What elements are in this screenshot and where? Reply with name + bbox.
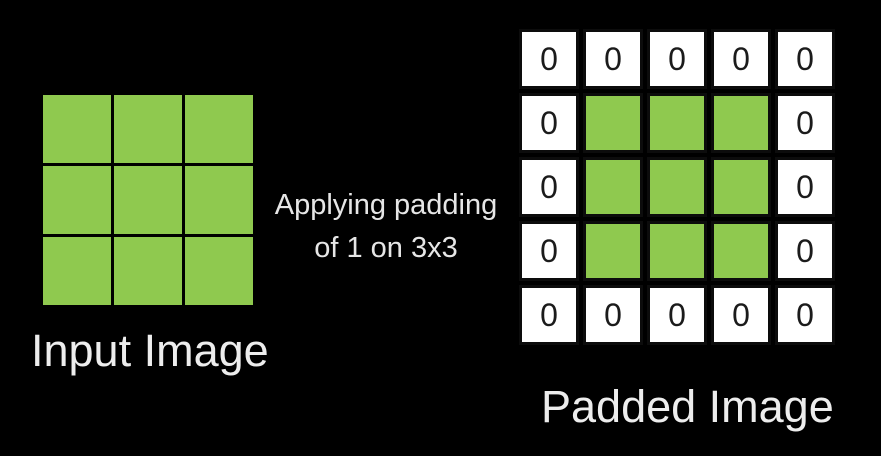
padded-cell-zero: 0 (775, 285, 835, 345)
padded-cell-zero: 0 (647, 29, 707, 89)
padded-cell-image (711, 157, 771, 217)
input-cell (185, 166, 253, 234)
padded-cell-image (583, 93, 643, 153)
padded-cell-zero: 0 (775, 29, 835, 89)
input-cell (185, 95, 253, 163)
padded-cell-image (711, 93, 771, 153)
padded-cell-zero: 0 (519, 93, 579, 153)
input-image-grid (43, 95, 253, 305)
input-cell (43, 166, 111, 234)
padded-cell-zero: 0 (583, 29, 643, 89)
padded-cell-zero: 0 (775, 221, 835, 281)
input-image-label: Input Image (31, 325, 269, 376)
padded-cell-zero: 0 (519, 285, 579, 345)
padded-cell-zero: 0 (519, 221, 579, 281)
input-cell (114, 166, 182, 234)
padded-cell-image (711, 221, 771, 281)
padded-cell-zero: 0 (711, 285, 771, 345)
input-cell (43, 237, 111, 305)
padding-caption: Applying padding of 1 on 3x3 (252, 184, 520, 270)
padded-cell-image (583, 221, 643, 281)
input-cell (185, 237, 253, 305)
padded-cell-image (647, 93, 707, 153)
padded-cell-zero: 0 (647, 285, 707, 345)
padded-cell-image (647, 157, 707, 217)
padded-cell-image (647, 221, 707, 281)
padded-cell-zero: 0 (519, 29, 579, 89)
padded-cell-zero: 0 (583, 285, 643, 345)
input-cell (114, 95, 182, 163)
caption-line-2: of 1 on 3x3 (314, 232, 458, 264)
padded-image-label: Padded Image (541, 381, 834, 432)
input-cell (43, 95, 111, 163)
padded-cell-zero: 0 (775, 93, 835, 153)
padded-cell-zero: 0 (519, 157, 579, 217)
padded-cell-zero: 0 (711, 29, 771, 89)
caption-line-1: Applying padding (274, 189, 498, 221)
input-cell (114, 237, 182, 305)
padded-cell-zero: 0 (775, 157, 835, 217)
padded-cell-image (583, 157, 643, 217)
